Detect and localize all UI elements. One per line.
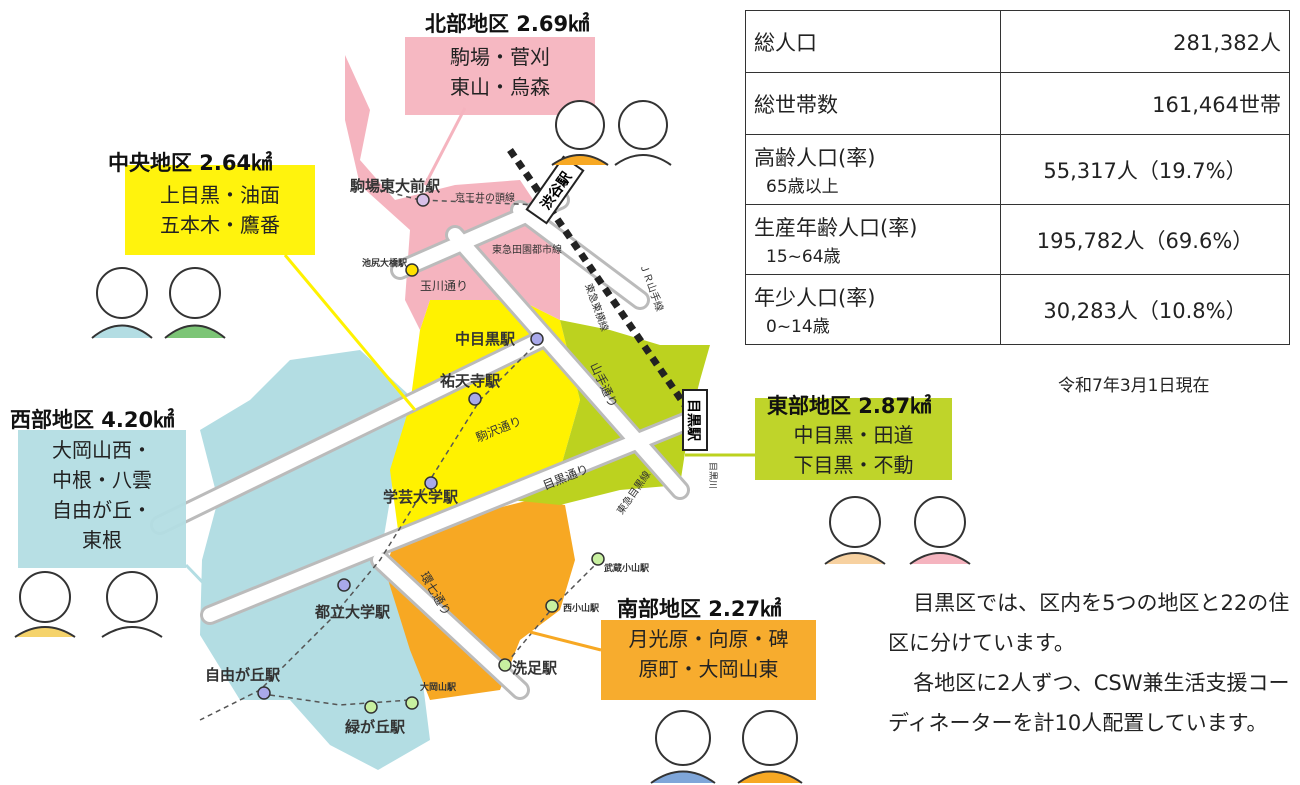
west-area-line-2: 中根・八雲 [52,468,152,492]
nakameguro-station-label: 中目黒駅 [455,330,516,348]
komaba-station-dot [416,193,430,207]
west-callout-box [18,430,186,568]
staff-icon [106,571,158,623]
table-row: 総世帯数 161,464世帯 [745,72,1290,135]
senzoku-station-label: 洗足駅 [512,659,558,677]
stat-value: 55,317人（19.7%） [1000,134,1290,205]
table-row: 総人口 281,382人 [745,10,1290,73]
stat-label: 生産年齢人口(率) 15~64歳 [745,204,1001,275]
ookayama-station-dot [405,696,419,710]
table-row: 生産年齢人口(率) 15~64歳 195,782人（69.6%） [745,204,1290,275]
stat-sublabel: 0~14歳 [766,317,830,337]
north-district-area [345,55,560,330]
toritsu-station-label: 都立大学駅 [314,603,391,621]
denentoshi-line-label: 東急田園都市線 [492,243,562,256]
stat-label: 総人口 [745,10,1001,73]
tamagawa-road-label: 玉川通り [420,279,468,293]
ookayama-station-label: 大岡山駅 [420,681,457,693]
gakugei-station-label: 学芸大学駅 [383,488,459,506]
west-area-line-1: 大岡山西・ [52,438,152,462]
stat-value: 30,283人（10.8%） [1000,274,1290,345]
stat-value: 161,464世帯 [1000,72,1290,135]
staff-icon [914,496,966,548]
musashikoyama-station-label: 武蔵小山駅 [604,562,650,574]
stat-value: 281,382人 [1000,10,1290,73]
stat-label: 高齢人口(率) 65歳以上 [745,134,1001,205]
central-callout-box [125,165,315,255]
central-district-areas: 上目黒・油面 五本木・鷹番 [125,180,315,240]
nishikoyama-station-label: 西小山駅 [563,602,600,614]
staff-icon [655,710,711,766]
stat-label-text: 年少人口(率) [754,286,876,310]
meguro-river-label: 目黒川 [707,462,718,489]
ikejiri-station-label: 池尻大橋駅 [362,257,408,269]
stat-label: 総世帯数 [745,72,1001,135]
stat-label-text: 生産年齢人口(率) [754,216,918,240]
description-paragraph-1: 目黒区では、区内を5つの地区と22の住区に分けています。 [888,591,1290,655]
west-district-areas: 大岡山西・ 中根・八雲 自由が丘・ 東根 [18,435,186,555]
staff-icon [169,267,221,319]
musashikoyama-station-dot [591,552,605,566]
meguro-station-label: 目黒駅 [685,399,701,442]
staff-icon [96,267,148,319]
ikejiri-station-dot [405,263,419,277]
staff-icon [555,100,605,150]
north-callout-box [405,37,595,115]
inokashira-line-label: 京王井の頭線 [455,191,515,204]
east-area-line-1: 中目黒・田道 [793,423,914,447]
central-area-line-2: 五本木・鷹番 [160,213,280,237]
west-area-line-3: 自由が丘・ [52,498,152,522]
yutenji-station-label: 祐天寺駅 [440,372,501,390]
east-district-title: 東部地区 2.87㎢ [767,394,932,418]
south-district-title: 南部地区 2.27㎢ [617,597,782,621]
south-callout-box [601,620,816,700]
staff-illustrations [14,100,971,784]
south-district-area [385,500,575,700]
staff-icon [618,100,668,150]
stat-label-text: 高齢人口(率) [754,146,876,170]
staff-icon [829,496,881,548]
table-row: 高齢人口(率) 65歳以上 55,317人（19.7%） [745,134,1290,205]
description: 目黒区では、区内を5つの地区と22の住区に分けています。 各地区に2人ずつ、CS… [888,583,1298,743]
north-area-line-1: 駒場・菅刈 [450,45,550,69]
nishikoyama-station-dot [545,599,559,613]
stat-sublabel: 15~64歳 [766,247,841,267]
senzoku-station-dot [498,658,512,672]
jiyugaoka-station-label: 自由が丘駅 [205,666,281,684]
stat-sublabel: 65歳以上 [766,177,839,197]
table-row: 年少人口(率) 0~14歳 30,283人（10.8%） [745,274,1290,345]
north-district-title: 北部地区 2.69㎢ [425,12,590,36]
stat-label: 年少人口(率) 0~14歳 [745,274,1001,345]
description-paragraph-2: 各地区に2人ずつ、CSW兼生活支援コーディネーターを計10人配置しています。 [888,671,1290,735]
central-area-line-1: 上目黒・油面 [160,183,280,207]
west-area-line-4: 東根 [82,528,122,552]
south-area-line-1: 月光原・向原・碑 [628,627,789,651]
staff-icon [742,710,798,766]
midorigaoka-station-dot [364,700,378,714]
central-district-title: 中央地区 2.64㎢ [108,151,273,175]
south-area-line-2: 原町・大岡山東 [638,657,779,681]
nakameguro-station-dot [530,332,544,346]
staff-icon [19,571,71,623]
stat-value: 195,782人（69.6%） [1000,204,1290,275]
north-district-areas: 駒場・菅刈 東山・烏森 [405,42,595,102]
as-of-date: 令和7年3月1日現在 [1058,376,1210,396]
north-area-line-2: 東山・烏森 [450,75,550,99]
yutenji-station-dot [468,392,482,406]
midorigaoka-station-label: 緑が丘駅 [345,718,406,736]
stat-label-text: 総人口 [754,30,817,55]
east-area-line-2: 下目黒・不動 [793,453,914,477]
south-district-areas: 月光原・向原・碑 原町・大岡山東 [601,624,816,684]
jiyugaoka-station-dot [257,686,271,700]
komaba-station-label: 駒場東大前駅 [350,177,441,195]
toritsu-station-dot [337,578,351,592]
east-callout-box [755,398,952,480]
population-table: 総人口 281,382人 総世帯数 161,464世帯 高齢人口(率) 65歳以上… [745,10,1290,345]
west-district-area [200,350,430,770]
east-district-areas: 中目黒・田道 下目黒・不動 [755,420,952,480]
gakugei-station-dot [424,476,438,490]
stat-label-text: 総世帯数 [754,92,838,117]
west-district-title: 西部地区 4.20㎢ [10,408,175,432]
